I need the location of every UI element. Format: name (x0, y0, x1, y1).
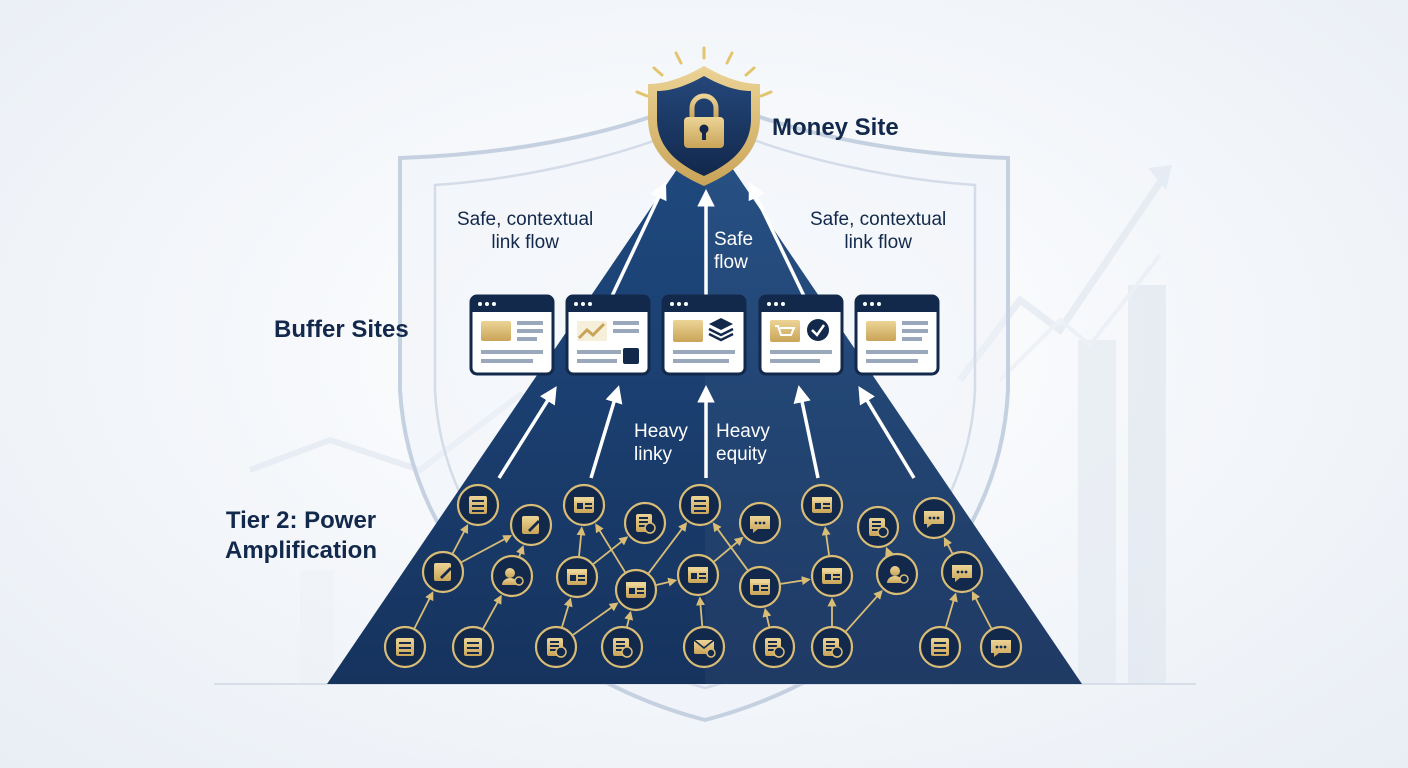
document-icon (918, 625, 962, 669)
flow-arrow (748, 181, 806, 297)
heavy-right-label: Heavy equity (716, 420, 770, 466)
center-flow-line2: flow (714, 252, 748, 273)
connection-arrow (696, 596, 706, 627)
right-flow-line2: link flow (844, 232, 912, 253)
background-chart (248, 165, 1172, 685)
connection-arrow (451, 523, 469, 554)
connection-arrow (576, 526, 586, 557)
profile-icon (490, 554, 534, 598)
connection-arrow (592, 536, 629, 565)
left-flow-line2: link flow (491, 232, 559, 253)
connection-arrow (595, 523, 626, 573)
document-icon (456, 483, 500, 527)
center-flow-line1: Safe (714, 229, 754, 250)
buffer-site-5 (854, 294, 940, 376)
flow-arrow (589, 385, 623, 479)
buffer-sites (469, 294, 940, 376)
user-card-icon (614, 568, 658, 612)
document-icon (451, 625, 495, 669)
heavy-left-label: Heavy linky (634, 420, 688, 466)
heavy-left-line2: linky (634, 444, 673, 465)
heavy-right-line2: equity (716, 444, 767, 465)
document-icon (383, 625, 427, 669)
connection-arrow (780, 576, 811, 586)
chat-icon (940, 550, 984, 594)
left-flow-line1: Safe, contextual (457, 209, 594, 230)
coin-document-icon (600, 625, 644, 669)
chat-icon (738, 501, 782, 545)
user-card-icon (676, 553, 720, 597)
connection-arrow (845, 589, 883, 632)
flow-arrow (793, 385, 820, 479)
connection-arrow (762, 607, 772, 627)
heavy-left-line1: Heavy (634, 421, 688, 442)
tier2-label: Tier 2: Power Amplification (225, 506, 377, 566)
heavy-right-line1: Heavy (716, 421, 770, 442)
coin-document-icon (856, 505, 900, 549)
tier2-label-line2: Amplification (225, 537, 378, 564)
left-flow-label: Safe, contextual link flow (457, 208, 593, 254)
connection-arrow (943, 536, 954, 554)
connection-arrow (647, 522, 688, 574)
buffer-site-1 (469, 294, 555, 376)
flow-arrow (497, 386, 557, 479)
buffer-site-2 (565, 294, 651, 376)
connection-arrow (572, 602, 619, 636)
buffer-sites-label: Buffer Sites (274, 316, 409, 343)
coin-document-icon (623, 501, 667, 545)
tier2-label-line1: Tier 2: Power (225, 507, 377, 534)
chat-icon (912, 496, 956, 540)
user-card-icon (555, 555, 599, 599)
right-flow-line1: Safe, contextual (810, 209, 947, 230)
connection-arrow (516, 545, 525, 557)
document-icon (678, 483, 722, 527)
tier2-connections (413, 522, 993, 636)
user-card-icon (800, 483, 844, 527)
user-card-icon (810, 554, 854, 598)
coin-document-icon (534, 625, 578, 669)
right-flow-label: Safe, contextual link flow (810, 208, 946, 254)
chat-icon (979, 625, 1023, 669)
money-site-shield-icon (635, 46, 773, 186)
flow-arrow (610, 181, 667, 297)
lock-icon (684, 93, 724, 148)
connection-arrow (413, 591, 434, 629)
connection-arrow (885, 546, 894, 557)
profile-icon (875, 552, 919, 596)
coin-document-icon (752, 625, 796, 669)
connection-arrow (561, 597, 573, 628)
connection-arrow (713, 536, 744, 563)
connection-arrow (821, 526, 831, 556)
buffer-site-3 (661, 294, 747, 376)
tier2-nodes (383, 483, 1023, 669)
money-site-label: Money Site (772, 114, 899, 141)
connection-arrow (945, 592, 958, 628)
email-icon (682, 625, 726, 669)
user-card-icon (738, 565, 782, 609)
coin-document-icon (810, 625, 854, 669)
edit-icon (509, 503, 553, 547)
connection-arrow (624, 610, 634, 627)
user-card-icon (562, 483, 606, 527)
flow-arrow (858, 386, 916, 479)
connection-arrow (461, 535, 513, 563)
connection-arrow (971, 590, 993, 629)
center-flow-label: Safe flow (714, 228, 753, 274)
connection-arrow (482, 594, 502, 630)
buffer-site-4 (758, 294, 844, 376)
edit-icon (421, 550, 465, 594)
connection-arrow (656, 577, 678, 587)
link-flow-arrows (497, 181, 916, 479)
